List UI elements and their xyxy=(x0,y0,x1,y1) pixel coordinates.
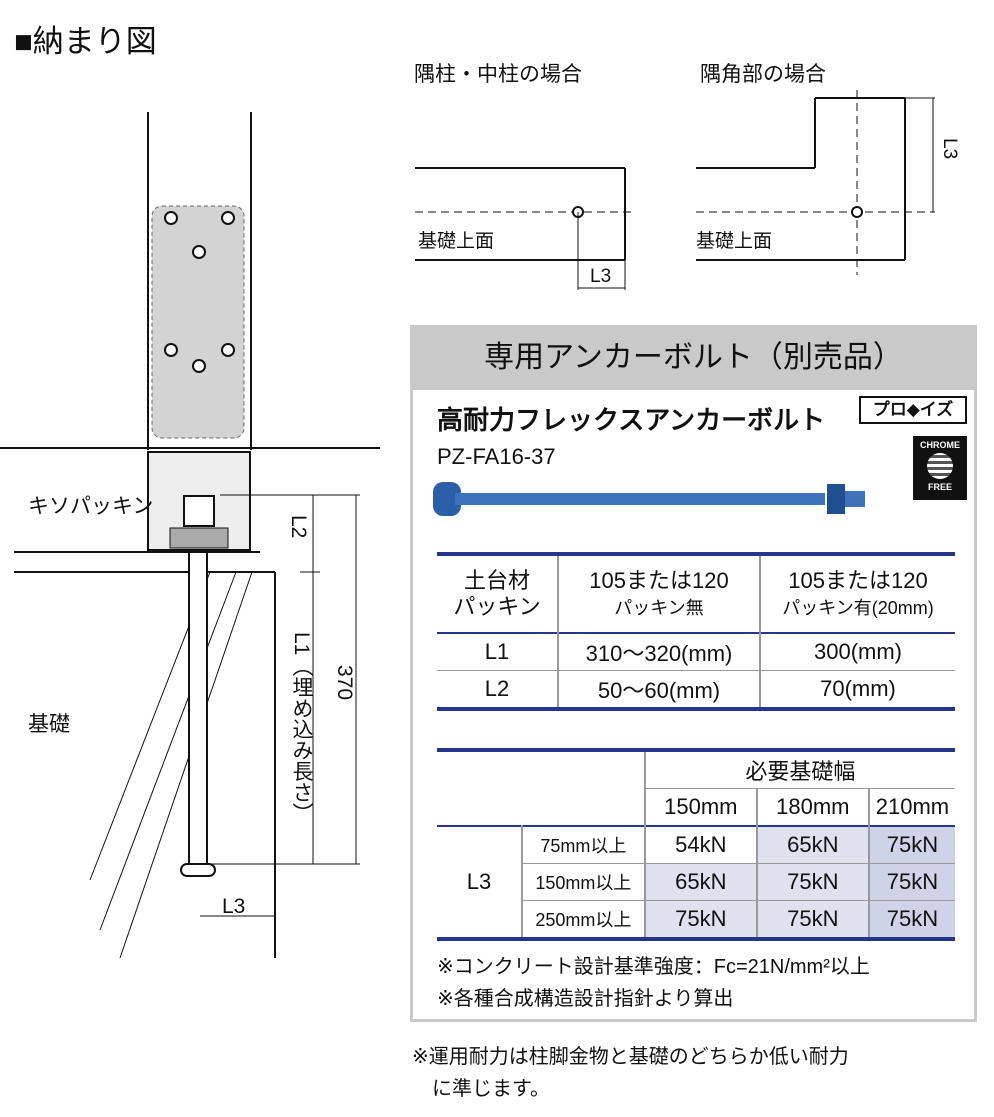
packing-label: キソパッキン xyxy=(28,495,154,518)
pro-badge: プロ◆イズ xyxy=(859,396,967,424)
spec-header: 専用アンカーボルト（別売品） xyxy=(413,328,974,390)
installation-diagram xyxy=(0,112,380,959)
l3-label-2: L3 xyxy=(939,138,960,160)
corner-case-title: 隅角部の場合 xyxy=(700,63,826,86)
surface-label-1: 基礎上面 xyxy=(418,231,495,252)
dim-370-label: 370 xyxy=(333,665,356,701)
product-code: PZ-FA16-37 xyxy=(437,444,556,469)
surface-label-2: 基礎上面 xyxy=(696,231,773,252)
chrome-free-badge: CHROME FREE xyxy=(913,436,967,500)
note-concrete: ※コンクリート設計基準強度：Fc=21N/mm²以上 xyxy=(437,956,870,978)
l3-label: L3 xyxy=(222,895,246,918)
footnote-line-2: に準じます。 xyxy=(432,1078,550,1100)
corner-diagrams xyxy=(415,90,935,290)
footnote-line-1: ※運用耐力は柱脚金物と基礎のどちらか低い耐力 xyxy=(412,1046,849,1068)
foundation-width-table: 必要基礎幅 150mm 180mm 210mm L3 75mm以上 54kN 6… xyxy=(437,748,955,941)
page-title: ■納まり図 xyxy=(14,24,157,59)
anchor-bolt-spec: 専用アンカーボルト（別売品） 高耐力フレックスアンカーボルト PZ-FA16-3… xyxy=(410,325,977,1022)
l3-label-1: L3 xyxy=(590,266,612,287)
product-name: 高耐力フレックスアンカーボルト xyxy=(437,405,826,435)
foundation-label: 基礎 xyxy=(28,713,70,736)
anchor-bolt-icon xyxy=(433,482,865,516)
l1-label: L1（埋め込み長さ） xyxy=(290,632,313,824)
pillar-case-title: 隅柱・中柱の場合 xyxy=(414,63,582,86)
l2-label: L2 xyxy=(287,515,310,539)
note-guideline: ※各種合成構造設計指針より算出 xyxy=(437,988,734,1010)
